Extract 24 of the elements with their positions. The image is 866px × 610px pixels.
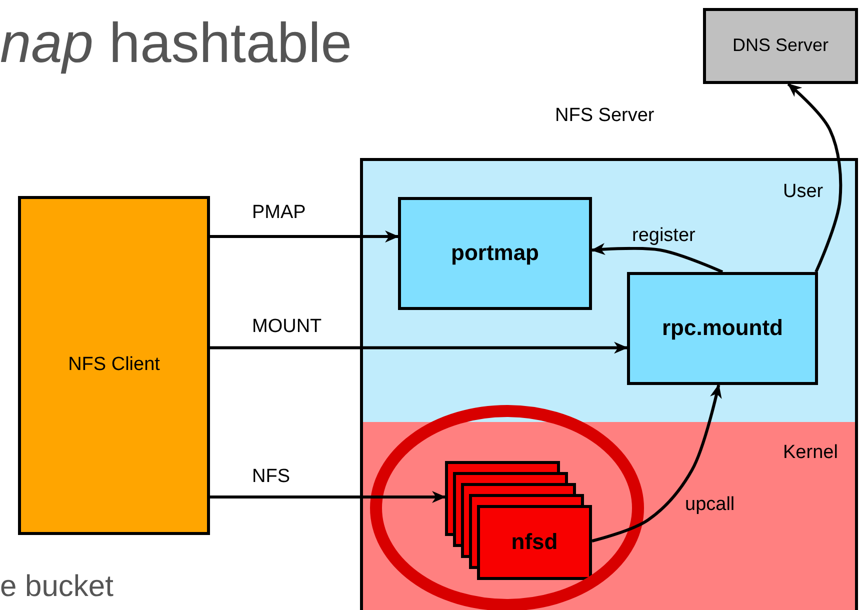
arrow bbox=[210, 230, 399, 243]
client-box bbox=[18, 196, 210, 535]
arrow bbox=[210, 491, 446, 503]
edge-label: register bbox=[630, 225, 698, 247]
server-box bbox=[703, 8, 858, 84]
slide-heading: nap hashtable bbox=[0, 10, 352, 75]
process-box bbox=[398, 197, 592, 310]
region-label: Kernel bbox=[783, 442, 838, 464]
user-space-band bbox=[363, 161, 855, 422]
slide-text: e bucket bbox=[0, 570, 114, 604]
arrow bbox=[787, 82, 842, 273]
arrow bbox=[592, 384, 722, 542]
kernel-space-band bbox=[363, 422, 855, 610]
process-box bbox=[627, 272, 818, 385]
region-label: User bbox=[783, 181, 824, 203]
arrow bbox=[210, 342, 628, 354]
node-label: rpc.mountd bbox=[661, 314, 784, 342]
process-stack bbox=[445, 461, 592, 580]
node-label: portmap bbox=[450, 239, 540, 268]
node-label: nfsd bbox=[510, 528, 559, 556]
node-label: DNS Server bbox=[731, 34, 830, 58]
arrow bbox=[591, 243, 724, 274]
node-label: NFS Client bbox=[67, 353, 161, 378]
panel-heading: NFS Server bbox=[555, 105, 654, 127]
